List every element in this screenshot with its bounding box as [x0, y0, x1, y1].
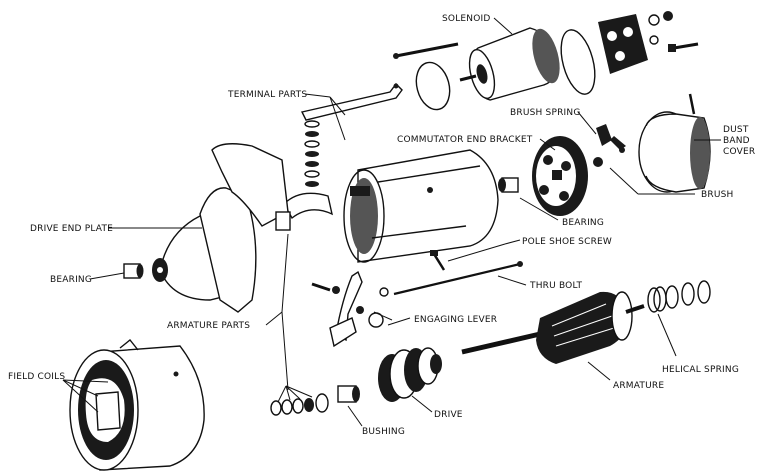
label-drive-end-plate: DRIVE END PLATE [30, 224, 113, 234]
armature-washers [270, 393, 329, 416]
solenoid-end-cap [598, 14, 648, 74]
label-armature: ARMATURE [613, 381, 664, 391]
terminal-strap [300, 82, 403, 121]
solenoid-gasket-ring [560, 29, 596, 95]
field-frame [343, 149, 499, 263]
label-field-coils: FIELD COILS [8, 372, 65, 382]
armature-part [461, 291, 645, 364]
brush-holder [593, 124, 626, 167]
bushing-part [337, 385, 360, 403]
label-solenoid: SOLENOID [442, 14, 491, 24]
thru-bolt-part [393, 261, 523, 296]
label-dust-band-cover: DUST BAND COVER [723, 125, 755, 157]
label-bushing: BUSHING [362, 427, 405, 437]
dust-band-cover [638, 111, 711, 193]
helical-spring-part [647, 280, 711, 313]
solenoid [459, 27, 560, 101]
commutator-bearing [498, 177, 519, 193]
label-drive: DRIVE [434, 410, 463, 420]
drive-part [378, 347, 442, 402]
label-bearing-left: BEARING [50, 275, 92, 285]
engaging-lever-part [311, 270, 363, 348]
label-armature-parts: ARMATURE PARTS [167, 321, 250, 331]
label-helical-spring: HELICAL SPRING [662, 365, 739, 375]
drive-end-bearing [123, 263, 144, 279]
pole-shoe [283, 192, 333, 220]
label-brush: BRUSH [701, 190, 734, 200]
label-pole-shoe-screw: POLE SHOE SCREW [522, 237, 612, 247]
drive-end-plate [152, 143, 291, 313]
o-ring [415, 61, 451, 111]
solenoid-end-hardware [648, 11, 699, 52]
dust-band-screw [688, 93, 696, 115]
solenoid-stud-bolt [393, 42, 459, 59]
label-bearing-right: BEARING [562, 218, 604, 228]
label-terminal-parts: TERMINAL PARTS [227, 90, 307, 100]
label-commutator-end-bracket: COMMUTATOR END BRACKET [397, 135, 533, 145]
pole-shoe-screw-part [430, 250, 446, 271]
field-coils-housing [69, 339, 205, 471]
label-brush-spring: BRUSH SPRING [510, 108, 581, 118]
leader-lines [62, 17, 721, 427]
label-engaging-lever: ENGAGING LEVER [414, 315, 497, 325]
lever-washers [356, 287, 389, 328]
commutator-end-bracket [532, 136, 588, 216]
terminal-washers [304, 120, 320, 187]
label-thru-bolt: THRU BOLT [529, 281, 582, 291]
